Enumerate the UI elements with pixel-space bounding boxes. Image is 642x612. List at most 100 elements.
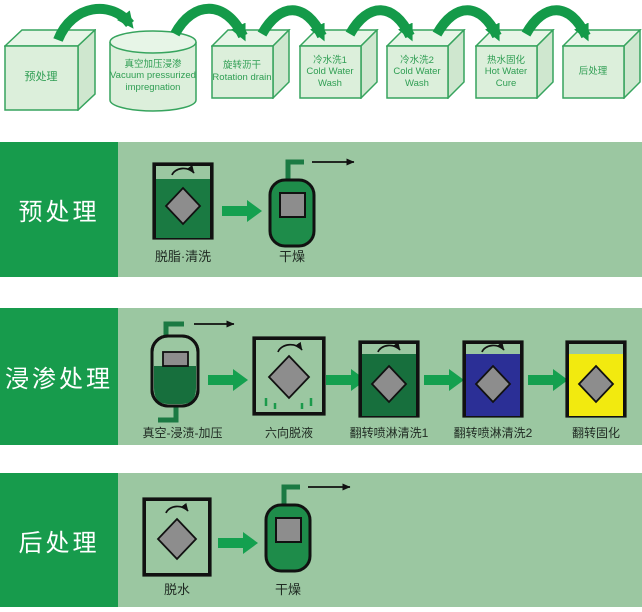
flow-node-label: 后处理	[562, 46, 624, 98]
flow-arrow-icon	[218, 532, 258, 554]
band-title-posttreatment: 后处理	[0, 473, 118, 607]
station-flip-spray-wash-2	[462, 340, 524, 423]
flow-arrow-icon	[424, 369, 464, 391]
flow-arrow	[424, 368, 464, 397]
workpiece-diamond-icon	[164, 186, 202, 226]
workpiece-diamond-icon	[267, 354, 311, 400]
flow-node-label-zh: 热水固化	[486, 54, 525, 66]
flow-node-impregnation: 真空加压浸渗 Vacuum pressurized impregnation	[108, 30, 198, 112]
station-label: 翻转喷淋清洗1	[349, 426, 429, 440]
rotation-arrow-icon	[165, 502, 189, 514]
cube-icon	[475, 29, 555, 99]
flow-node-label-zh: 冷水洗1	[313, 54, 347, 66]
open-tank-icon	[152, 162, 214, 240]
station-label: 干燥	[278, 249, 305, 264]
drain-box-icon	[252, 336, 326, 416]
flow-node-label-zh: 旋转沥干	[222, 60, 261, 72]
flow-node-label-zh: 后处理	[578, 66, 608, 78]
station-dryer	[264, 475, 374, 580]
flow-node-posttreatment: 后处理	[562, 29, 642, 99]
pressure-vessel-icon	[150, 320, 235, 423]
band-impregnation: 浸渗处理 真空-浸渍-加压	[0, 308, 642, 445]
rotation-arrow-icon	[171, 164, 195, 176]
station-flip-spray-wash-1	[358, 340, 420, 423]
flow-arrow-icon	[208, 369, 248, 391]
flow-node-label-zh: 预处理	[24, 71, 58, 84]
station-label: 脱水	[163, 582, 190, 597]
station-vacuum-pressure-vessel	[132, 316, 252, 433]
flow-node-rotation-drain: 旋转沥干 Rotation drain	[211, 29, 291, 99]
open-tank-icon	[565, 340, 627, 418]
open-tank-icon	[462, 340, 524, 418]
station-dewater	[142, 497, 212, 582]
flow-node-label: 预处理	[4, 46, 78, 110]
workpiece-square-icon	[275, 517, 302, 543]
pipe-icon	[163, 321, 184, 338]
dryer-flask-icon	[264, 483, 351, 573]
station-label: 六向脱液	[264, 426, 313, 440]
flow-arrow	[528, 368, 568, 397]
station-dryer	[268, 150, 378, 255]
flow-node-pretreatment: 预处理	[4, 29, 96, 111]
top-flow-row: 预处理 真空加压浸渗 Vacuum pressurized impregnati…	[0, 0, 642, 142]
flow-node-label-en: Cold Water Wash	[306, 66, 354, 89]
rotation-arrow-icon	[481, 341, 505, 353]
dryer-flask-icon	[268, 158, 355, 248]
band-title-pretreatment: 预处理	[0, 142, 118, 277]
band-gap	[0, 445, 642, 473]
open-tank-icon	[358, 340, 420, 418]
workpiece-diamond-icon	[474, 364, 512, 404]
rotation-arrow-icon	[377, 341, 401, 353]
flow-arrow	[222, 199, 262, 228]
cube-icon	[299, 29, 379, 99]
flow-node-label-zh: 真空加压浸渗	[124, 58, 182, 70]
station-degrease-wash-tank	[152, 162, 214, 245]
rotation-arrow-icon	[277, 341, 303, 353]
flow-node-label-en: Vacuum pressurized impregnation	[110, 70, 196, 93]
station-label: 真空-浸渍-加压	[142, 426, 223, 440]
flow-arrow-icon	[222, 200, 262, 222]
band-gap	[0, 277, 642, 308]
flow-node-label-en: Cold Water Wash	[393, 66, 441, 89]
workpiece-diamond-icon	[370, 364, 408, 404]
band-posttreatment: 后处理 脱水 干燥	[0, 473, 642, 607]
station-label: 脱脂·清洗	[154, 249, 212, 264]
band-title-impregnation: 浸渗处理	[0, 308, 118, 445]
flow-arrow	[326, 368, 366, 397]
band-content: 脱水 干燥	[118, 473, 642, 607]
cube-icon	[4, 29, 96, 111]
flow-node-cold-wash-1: 冷水洗1 Cold Water Wash	[299, 29, 379, 99]
station-six-way-drain	[252, 336, 326, 427]
flow-node-label-en: Rotation drain	[212, 72, 272, 83]
band-content: 脱脂·清洗 干燥	[118, 142, 642, 277]
flow-node-label: 冷水洗2 Cold Water Wash	[386, 46, 448, 98]
flow-arrow	[208, 368, 248, 397]
flow-node-cold-wash-2: 冷水洗2 Cold Water Wash	[386, 29, 466, 99]
flow-arrow-icon	[326, 369, 366, 391]
cube-icon	[562, 29, 642, 99]
flow-arrow-icon	[528, 369, 568, 391]
flow-node-label: 旋转沥干 Rotation drain	[211, 46, 273, 98]
cube-icon	[211, 29, 291, 99]
band-content: 真空-浸渍-加压 六向脱液	[118, 308, 642, 445]
flow-node-label: 真空加压浸渗 Vacuum pressurized impregnation	[110, 46, 196, 106]
workpiece-diamond-icon	[156, 517, 198, 561]
drain-pipe-icon	[158, 406, 179, 423]
station-label: 翻转喷淋清洗2	[453, 426, 533, 440]
station-flip-cure	[565, 340, 627, 423]
pipe-icon	[281, 484, 300, 507]
flow-node-label: 热水固化 Hot Water Cure	[475, 46, 537, 98]
workpiece-square-icon	[279, 192, 306, 218]
station-label: 翻转固化	[571, 426, 620, 440]
flow-node-label: 冷水洗1 Cold Water Wash	[299, 46, 361, 98]
workpiece-square-icon	[162, 351, 189, 367]
band-pretreatment: 预处理 脱脂·清洗 干燥	[0, 142, 642, 277]
pipe-icon	[285, 159, 304, 182]
flow-node-label-en: Hot Water Cure	[484, 66, 528, 89]
workpiece-diamond-icon	[577, 364, 615, 404]
flow-node-label-zh: 冷水洗2	[400, 54, 434, 66]
flow-node-hot-water-cure: 热水固化 Hot Water Cure	[475, 29, 555, 99]
station-label: 干燥	[274, 582, 301, 597]
flow-arrow	[218, 531, 258, 560]
spin-box-icon	[142, 497, 212, 577]
